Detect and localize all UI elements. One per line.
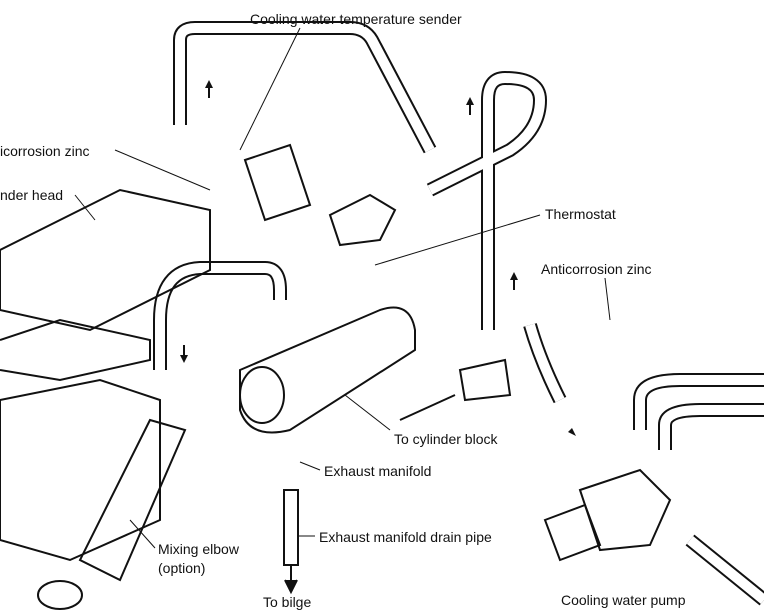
label-thermostat: Thermostat xyxy=(545,206,616,222)
exhaust-manifold-shape xyxy=(239,306,416,434)
cylinder-block xyxy=(0,378,161,562)
label-mixing-elbow-option: (option) xyxy=(158,560,206,576)
water-pump-shape xyxy=(578,468,672,552)
label-to-cylinder-block: To cylinder block xyxy=(394,431,498,447)
label-exhaust-manifold: Exhaust manifold xyxy=(324,463,432,479)
label-anticorrosion-zinc-right: Anticorrosion zinc xyxy=(541,261,652,277)
sender-bracket xyxy=(243,143,312,222)
label-mixing-elbow: Mixing elbow xyxy=(158,541,239,557)
label-anticorrosion-zinc-left: icorrosion zinc xyxy=(0,143,90,159)
mixing-elbow-shape xyxy=(78,418,187,582)
hose-elbow xyxy=(153,261,287,370)
label-temperature-sender: Cooling water temperature sender xyxy=(250,11,462,27)
drain-pipe-shape xyxy=(283,489,299,566)
label-cylinder-head: nder head xyxy=(0,187,64,203)
label-to-bilge: To bilge xyxy=(263,594,312,610)
label-drain-pipe: Exhaust manifold drain pipe xyxy=(319,529,492,545)
thermostat-housing xyxy=(328,193,397,247)
cylinder-head xyxy=(0,188,211,332)
label-cooling-water-pump: Cooling water pump xyxy=(561,592,686,608)
